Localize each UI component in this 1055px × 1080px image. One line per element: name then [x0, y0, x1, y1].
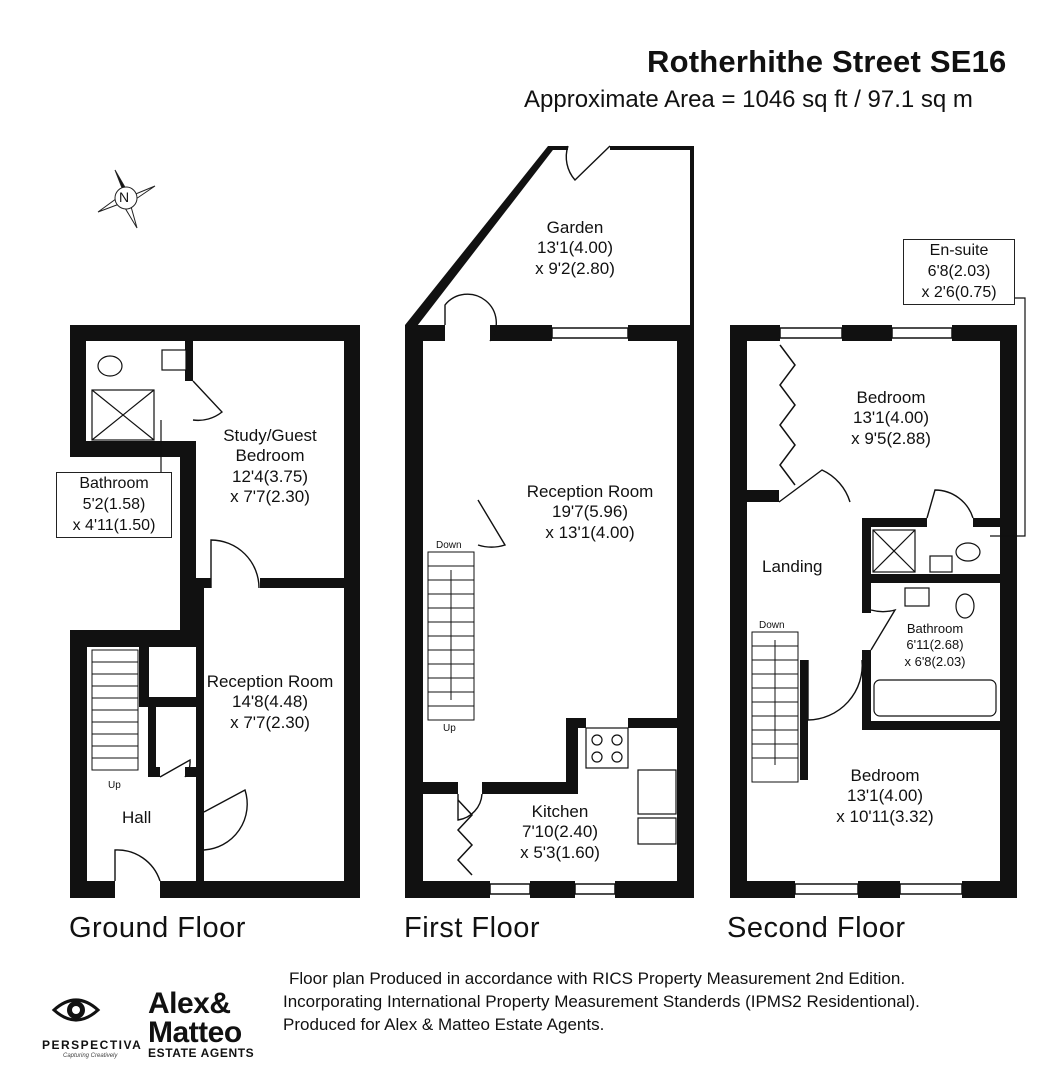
agent-logo-subtitle: ESTATE AGENTS	[148, 1046, 255, 1060]
second-ensuite-label: En-suite 6'8(2.03) x 2'6(0.75)	[903, 239, 1015, 306]
walls	[70, 146, 1017, 898]
wardrobe-doors	[456, 344, 796, 876]
second-floor-walls	[730, 325, 1017, 898]
area-subtitle: Approximate Area = 1046 sq ft / 97.1 sq …	[524, 86, 973, 113]
ground-reception-label: Reception Room 14'8(4.48) x 7'7(2.30)	[206, 672, 334, 732]
second-bedroom2-label: Bedroom 13'1(4.00) x 10'11(3.32)	[836, 766, 934, 826]
perspectiva-tagline: Capturing Creatively	[63, 1053, 118, 1059]
windows	[489, 327, 963, 895]
callout-lines	[160, 297, 1026, 537]
first-floor-walls	[405, 325, 694, 898]
perspectiva-eye-icon	[51, 998, 101, 1022]
ground-floor-walls	[70, 325, 360, 898]
ground-stairs-up: Up	[108, 780, 121, 791]
first-kitchen-label: Kitchen 7'10(2.40) x 5'3(1.60)	[520, 802, 600, 862]
first-stairs-up: Up	[443, 723, 456, 734]
second-bathroom-label: Bathroom 6'11(2.68) x 6'8(2.03)	[904, 621, 966, 669]
footer-line-1: Floor plan Produced in accordance with R…	[289, 969, 906, 988]
fixtures	[91, 349, 997, 845]
first-garden-label: Garden 13'1(4.00) x 9'2(2.80)	[535, 218, 615, 278]
compass-label: N	[119, 189, 130, 205]
first-stairs-down: Down	[436, 540, 462, 551]
first-reception-label: Reception Room 19'7(5.96) x 13'1(4.00)	[526, 482, 654, 542]
second-landing-label: Landing	[762, 557, 823, 576]
stairs	[91, 551, 799, 783]
doors	[114, 145, 974, 882]
second-stairs-down: Down	[759, 620, 785, 631]
second-floor-label: Second Floor	[727, 912, 906, 944]
page-title: Rotherhithe Street SE16	[647, 44, 1007, 79]
footer-notes: Floor plan Produced in accordance with R…	[283, 968, 920, 1037]
ground-hall-label: Hall	[122, 808, 152, 827]
agent-logo: Alex& Matteo	[148, 987, 242, 1049]
north-arrow-icon	[97, 169, 156, 229]
first-floor-label: First Floor	[404, 912, 540, 944]
ground-bathroom-label: Bathroom 5'2(1.58) x 4'11(1.50)	[56, 472, 172, 539]
ground-study-label: Study/Guest Bedroom 12'4(3.75) x 7'7(2.3…	[223, 426, 317, 507]
ground-floor-label: Ground Floor	[69, 912, 246, 944]
second-bedroom1-label: Bedroom 13'1(4.00) x 9'5(2.88)	[851, 388, 931, 448]
footer-line-3: Produced for Alex & Matteo Estate Agents…	[283, 1014, 605, 1034]
perspectiva-logo-text: PERSPECTIVA	[42, 1038, 143, 1052]
footer-line-2: Incorporating International Property Mea…	[283, 991, 920, 1011]
